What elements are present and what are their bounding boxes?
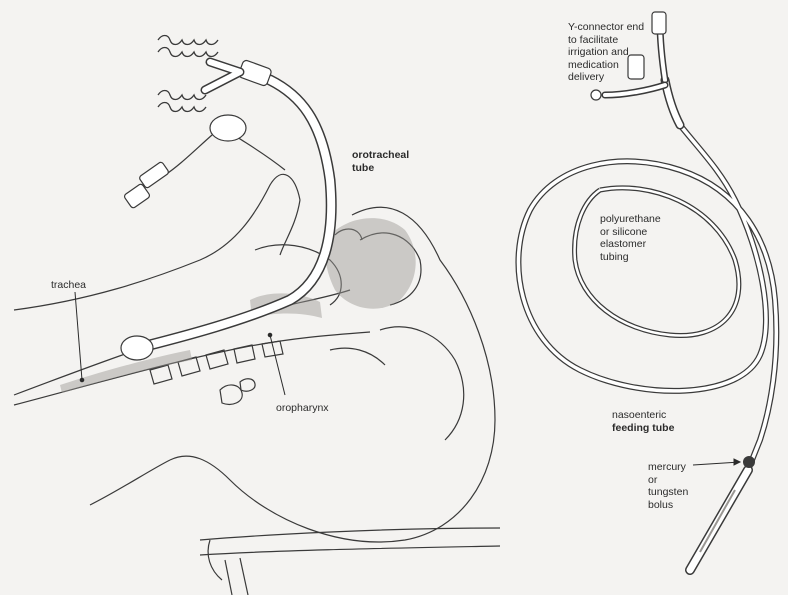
tissue-shading xyxy=(60,218,416,393)
label-nasoenteric-feeding-tube: nasoenteric feeding tube xyxy=(612,409,674,434)
label-bolus: mercury or tungsten bolus xyxy=(648,461,688,511)
label-tubing: polyurethane or silicone elastomer tubin… xyxy=(600,213,661,263)
label-orotracheal-tube: orotracheal tube xyxy=(352,149,409,174)
label-y-connector: Y-connector end to facilitate irrigation… xyxy=(568,21,644,84)
label-trachea: trachea xyxy=(51,279,86,292)
right-leader-lines xyxy=(693,459,740,465)
label-oropharynx: oropharynx xyxy=(276,402,329,415)
